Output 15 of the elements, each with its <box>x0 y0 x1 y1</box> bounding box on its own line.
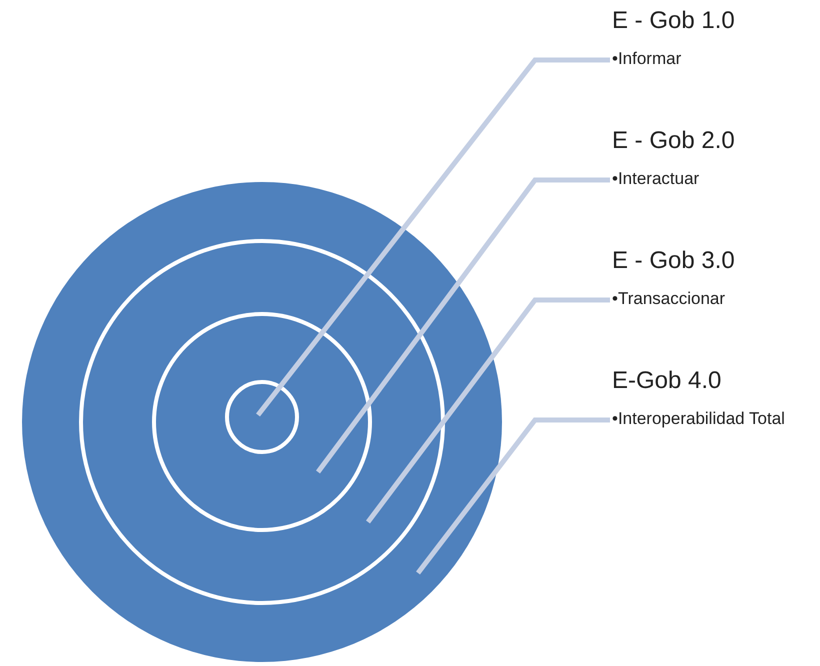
heading: E-Gob 4.0 <box>612 366 722 396</box>
bullet-text: •Transaccionar <box>612 288 726 309</box>
bullet-text: •Interoperabilidad Total <box>612 408 786 429</box>
leader-line <box>416 418 610 575</box>
target-ring <box>79 239 445 605</box>
heading: E - Gob 2.0 <box>612 126 735 156</box>
target-ring <box>152 312 372 532</box>
leader-line <box>256 58 610 417</box>
heading: E - Gob 1.0 <box>612 6 735 36</box>
target-ring <box>225 380 299 454</box>
bullet-text: •Informar <box>612 48 682 69</box>
leader-line <box>316 178 610 474</box>
leader-line <box>366 298 610 524</box>
bullet-text: •Interactuar <box>612 168 700 189</box>
heading: E - Gob 3.0 <box>612 246 735 276</box>
